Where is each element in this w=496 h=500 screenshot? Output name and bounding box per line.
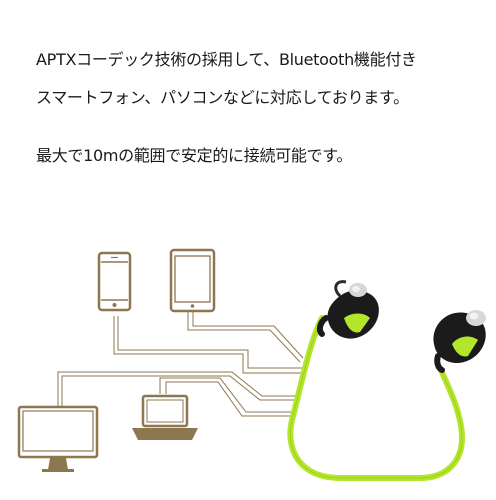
description-line-2: スマートフォン、パソコンなどに対応しております。: [36, 88, 409, 107]
right-earbud: [433, 310, 486, 373]
connector-lines: [57, 312, 304, 417]
monitor-icon: [17, 405, 99, 472]
earphones-illustration: [287, 280, 486, 481]
laptop-icon: [132, 394, 198, 440]
description-line-3: 最大で10mの範囲で安定的に接続可能です。: [36, 146, 353, 165]
description-line-1: APTXコーデック技術の採用して、Bluetooth機能付き: [36, 50, 417, 69]
smartphone-icon: [97, 251, 132, 312]
left-earbud: [316, 280, 379, 339]
tablet-icon: [169, 248, 216, 313]
